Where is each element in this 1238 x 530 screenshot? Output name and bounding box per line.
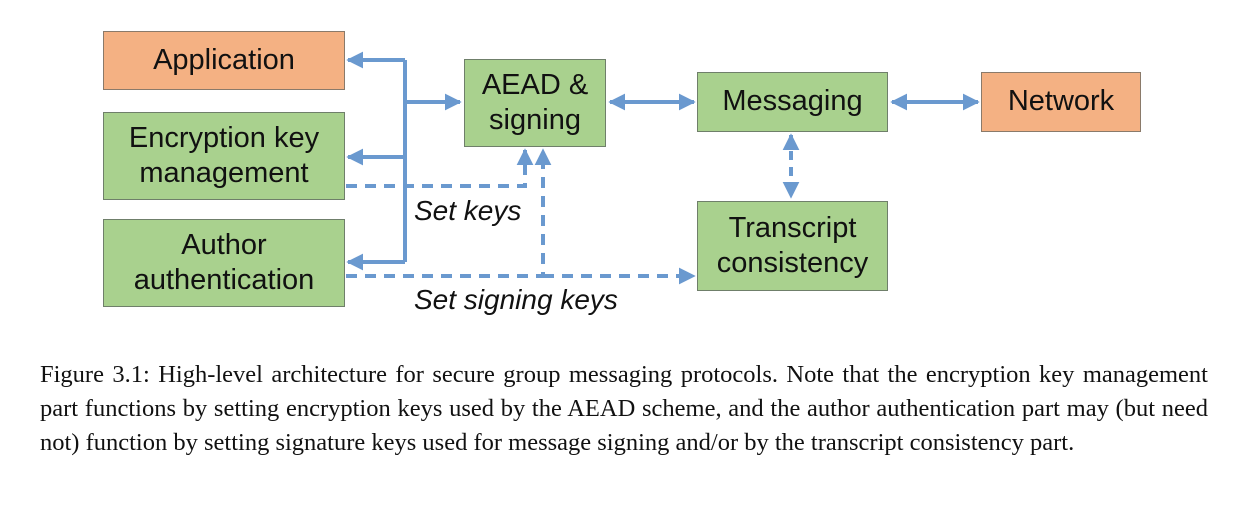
application-box: Application [103,31,345,90]
aead-signing-box: AEAD & signing [464,59,606,147]
set-signing-keys-label: Set signing keys [414,284,618,315]
diagram-connectors [346,51,980,285]
figure-caption: Figure 3.1: High-level architecture for … [40,361,1208,456]
author-authentication-box: Author authentication [103,219,345,307]
set-keys-label: Set keys [414,195,522,226]
architecture-diagram: Application Encryption key management Au… [103,31,1141,315]
encryption-key-management-box: Encryption key management [103,112,345,200]
arrow-set-keys [346,148,534,188]
messaging-box: Messaging [697,72,888,132]
network-box: Network [981,72,1141,132]
transcript-consistency-box: Transcript consistency [697,201,888,291]
